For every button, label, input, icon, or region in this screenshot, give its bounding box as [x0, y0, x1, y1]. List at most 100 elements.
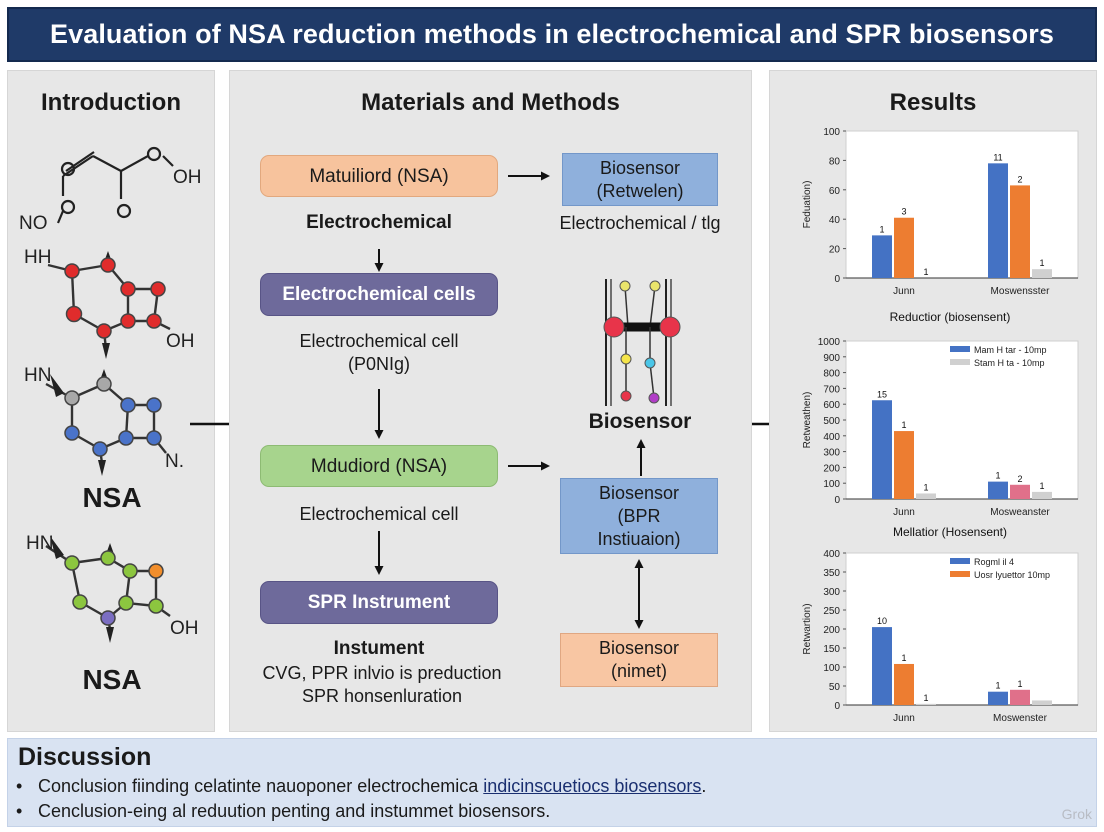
results-charts: 020406080100Feduation)131Junn1121Moswens…: [802, 127, 1079, 724]
bar-data-label: 11: [993, 152, 1002, 162]
discussion-bullet-2: •Cenclusion-eing al reduution penting an…: [16, 801, 550, 822]
x-category-label: Mosweanster: [990, 507, 1050, 518]
mdudiord-nsa-box: Mdudiord (NSA): [260, 445, 498, 487]
methods-heading: Materials and Methods: [361, 89, 620, 116]
bar: [1032, 269, 1052, 278]
results-heading: Results: [889, 89, 977, 116]
y-tick-label: 400: [823, 432, 840, 443]
molecule-2-atoms: [64, 257, 166, 339]
discussion-bullet-1: • Conclusion fiinding celatinte nauoponer…: [16, 776, 706, 797]
biosensor-retwelen-box: Biosensor (Retwelen): [562, 153, 718, 206]
methods-flow-arrows: [374, 171, 681, 629]
y-axis-label: Retweathen): [802, 392, 813, 449]
bar: [1010, 185, 1030, 278]
bar: [916, 703, 936, 705]
methods-panel: Materials and Methods: [229, 70, 752, 732]
bar-data-label: 2: [1017, 474, 1022, 484]
electrochemical-cells-box: Electrochemical cells: [260, 273, 498, 316]
instrument-description: CVG, PPR inlvio is preduction SPR honsen…: [262, 663, 502, 706]
y-tick-label: 0: [834, 495, 840, 506]
electrochemical-label: Electrochemical: [306, 212, 452, 233]
legend-swatch: [950, 346, 970, 352]
bullet-1-text: Conclusion fiinding celatinte nauoponer …: [38, 776, 484, 796]
legend-label: Mam H tar - 10mp: [974, 345, 1047, 355]
legend-swatch: [950, 558, 970, 564]
electrochemical-cell-text-1: Electrochemical cell (P0NIg): [299, 331, 459, 374]
molecule-4-atoms: [64, 550, 164, 626]
y-tick-label: 700: [823, 384, 840, 395]
bar: [872, 235, 892, 278]
introduction-panel: Introduction OH NO: [7, 70, 215, 732]
legend-label: Uosr lyuettor 10mp: [974, 570, 1050, 580]
bar-data-label: 1: [1039, 258, 1044, 268]
bar-data-label: 2: [1017, 174, 1022, 184]
matuiliord-nsa-box: Matuiliord (NSA): [260, 155, 498, 197]
bar-data-label: 3: [901, 207, 906, 217]
y-tick-label: 60: [829, 186, 841, 197]
bar: [988, 163, 1008, 278]
mol3-n-label: N.: [165, 451, 184, 472]
y-tick-label: 150: [823, 644, 840, 655]
y-tick-label: 250: [823, 606, 840, 617]
bar: [1032, 491, 1052, 499]
title-banner: Evaluation of NSA reduction methods in e…: [7, 7, 1097, 62]
mol1-oh-label: OH: [173, 167, 202, 188]
x-category-label: Junn: [893, 286, 915, 297]
legend-swatch: [950, 571, 970, 577]
y-tick-label: 900: [823, 353, 840, 364]
nsa-label-1: NSA: [82, 482, 142, 513]
discussion-heading: Discussion: [18, 743, 152, 771]
y-axis-label: Feduation): [802, 181, 813, 229]
bar: [1032, 700, 1052, 705]
y-tick-label: 100: [823, 663, 840, 674]
bar-data-label: 10: [877, 616, 887, 626]
x-category-label: Moswenster: [993, 713, 1048, 724]
y-tick-label: 800: [823, 369, 840, 380]
bar: [894, 217, 914, 278]
bar: [894, 663, 914, 705]
bullet-2-text: Cenclusion-eing al reduution penting and…: [38, 801, 551, 821]
x-axis-label: Mellatior (Hosensent): [893, 525, 1007, 539]
y-tick-label: 300: [823, 587, 840, 598]
legend-label: Rogml il 4: [974, 557, 1014, 567]
bar-data-label: 15: [877, 389, 887, 399]
bar: [988, 481, 1008, 499]
mol2-hh-label: HH: [24, 247, 51, 268]
y-tick-label: 40: [829, 215, 841, 226]
bar: [872, 627, 892, 705]
instrument-heading: Instument: [333, 638, 425, 659]
y-axis-label: Retwartion): [802, 603, 813, 654]
bar-data-label: 1: [1017, 679, 1022, 689]
y-tick-label: 20: [829, 245, 841, 256]
x-category-label: Junn: [893, 713, 915, 724]
bar-data-label: 1: [995, 681, 1000, 691]
mol1-no-label: NO: [19, 213, 48, 234]
bullet-dot: •: [16, 776, 23, 796]
biosensors-link[interactable]: indicinscuetiocs biosensors: [483, 776, 702, 796]
bar-data-label: 1: [879, 224, 884, 234]
bar-data-label: 1: [901, 420, 906, 430]
biosensor-schematic-icon: [603, 279, 681, 406]
legend-swatch: [950, 359, 970, 365]
y-tick-label: 50: [829, 682, 841, 693]
bar: [916, 493, 936, 499]
discussion-panel: Discussion • Conclusion fiinding celatint…: [7, 738, 1097, 827]
bar: [988, 691, 1008, 705]
legend-label: Stam H ta - 10mp: [974, 358, 1045, 368]
y-tick-label: 400: [823, 549, 840, 560]
molecule-structures: OH NO HH: [19, 146, 202, 643]
biosensor-label: Biosensor: [588, 410, 692, 433]
biosensor-nimet-box: Biosensor (nimet): [560, 633, 718, 687]
molecule-1: [56, 146, 174, 224]
bullet-1-end: .: [701, 776, 707, 796]
bar: [1010, 689, 1030, 705]
molecule-3-atoms: [64, 376, 162, 457]
bar: [1010, 484, 1030, 499]
bar: [872, 400, 892, 499]
y-tick-label: 350: [823, 568, 840, 579]
y-tick-label: 100: [823, 127, 840, 138]
y-tick-label: 1000: [818, 337, 841, 348]
x-category-label: Moswensster: [991, 286, 1051, 297]
y-tick-label: 300: [823, 448, 840, 459]
